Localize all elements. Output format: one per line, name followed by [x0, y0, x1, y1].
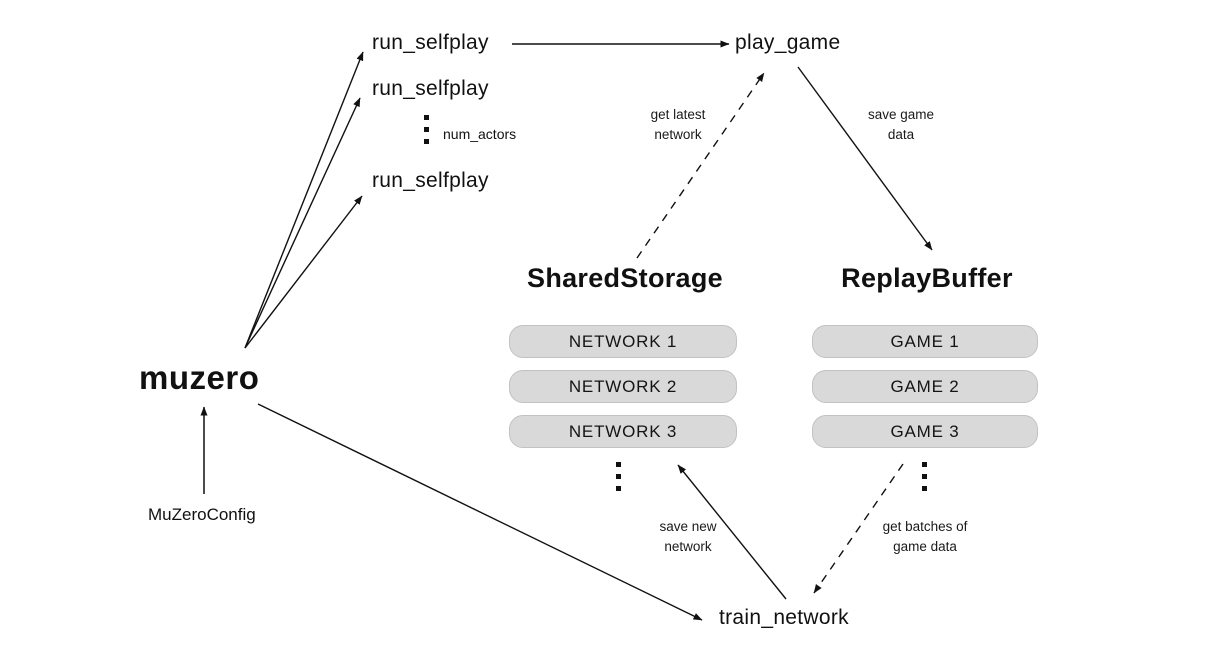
- game-item: GAME 2: [812, 370, 1038, 403]
- node-run-selfplay-2: run_selfplay: [372, 77, 489, 100]
- shared-storage-title: SharedStorage: [527, 263, 723, 293]
- node-run-selfplay-3: run_selfplay: [372, 169, 489, 192]
- arrow-shared-storage-to-play-game: [636, 72, 765, 259]
- node-run-selfplay-1: run_selfplay: [372, 31, 489, 54]
- network-item: NETWORK 2: [509, 370, 737, 403]
- network-item: NETWORK 1: [509, 325, 737, 358]
- arrow-muzero-to-run-selfplay-2: [244, 97, 361, 349]
- arrow-muzero-to-run-selfplay-3: [244, 195, 363, 349]
- node-muzero-config: MuZeroConfig: [148, 505, 256, 524]
- node-muzero: muzero: [139, 359, 260, 396]
- node-play-game: play_game: [735, 31, 841, 54]
- edge-label-save-game-data: save game data: [867, 107, 935, 142]
- edge-label-get-batches-of-game-data: get batches of game data: [882, 519, 968, 554]
- arrow-muzero-to-run-selfplay-1: [244, 51, 364, 349]
- game-item: GAME 1: [812, 325, 1038, 358]
- num-actors-ellipsis: [424, 115, 429, 144]
- replay-buffer-title: ReplayBuffer: [841, 263, 1013, 293]
- num-actors-label: num_actors: [443, 126, 517, 142]
- replay-buffer-ellipsis: [922, 462, 927, 491]
- arrow-play-game-to-replay-buffer: [797, 66, 933, 251]
- shared-storage-ellipsis: [616, 462, 621, 491]
- shared-storage-list: NETWORK 1 NETWORK 2 NETWORK 3: [509, 325, 737, 448]
- network-item: NETWORK 3: [509, 415, 737, 448]
- replay-buffer-list: GAME 1 GAME 2 GAME 3: [812, 325, 1038, 448]
- node-train-network: train_network: [719, 606, 849, 629]
- edge-label-save-new-network: save new network: [659, 519, 717, 554]
- game-item: GAME 3: [812, 415, 1038, 448]
- edge-label-get-latest-network: get latest network: [650, 107, 706, 142]
